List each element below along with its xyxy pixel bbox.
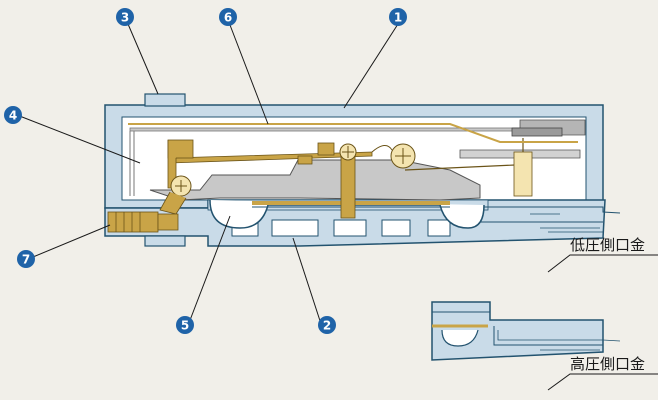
- callout-7-number: 7: [22, 253, 30, 267]
- callout-5-number: 5: [181, 319, 189, 333]
- range-spring-bar: [129, 127, 571, 132]
- lever-frame: [149, 159, 481, 201]
- pressure-chambers: [231, 219, 451, 237]
- high-pressure-port-label: 高圧側口金: [570, 355, 645, 373]
- callout-3: 3: [116, 8, 134, 26]
- leader-lines: [16, 23, 658, 391]
- switch-contact: [513, 151, 533, 197]
- top-mount: [144, 93, 186, 107]
- fitting: [107, 211, 159, 233]
- callout-4-number: 4: [9, 109, 17, 123]
- mechanism: [129, 119, 586, 201]
- callout-6-number: 6: [224, 11, 232, 25]
- callout-1: 1: [389, 8, 407, 26]
- callout-1-number: 1: [394, 11, 402, 25]
- callout-4: 4: [4, 106, 22, 124]
- callout-2-number: 2: [323, 319, 331, 333]
- high-pressure-inset: [431, 301, 621, 361]
- callout-2: 2: [318, 316, 336, 334]
- low-pressure-port: [480, 206, 621, 233]
- brass-parts: [107, 123, 578, 233]
- microswitch: [511, 127, 563, 137]
- cam: [159, 191, 187, 215]
- callout-3-number: 3: [121, 11, 129, 25]
- bottom-mount: [144, 235, 186, 247]
- low-pressure-port-label: 低圧側口金: [570, 236, 645, 254]
- callout-7: 7: [17, 250, 35, 268]
- callout-6: 6: [219, 8, 237, 26]
- range-spring: [128, 123, 578, 143]
- callout-5: 5: [176, 316, 194, 334]
